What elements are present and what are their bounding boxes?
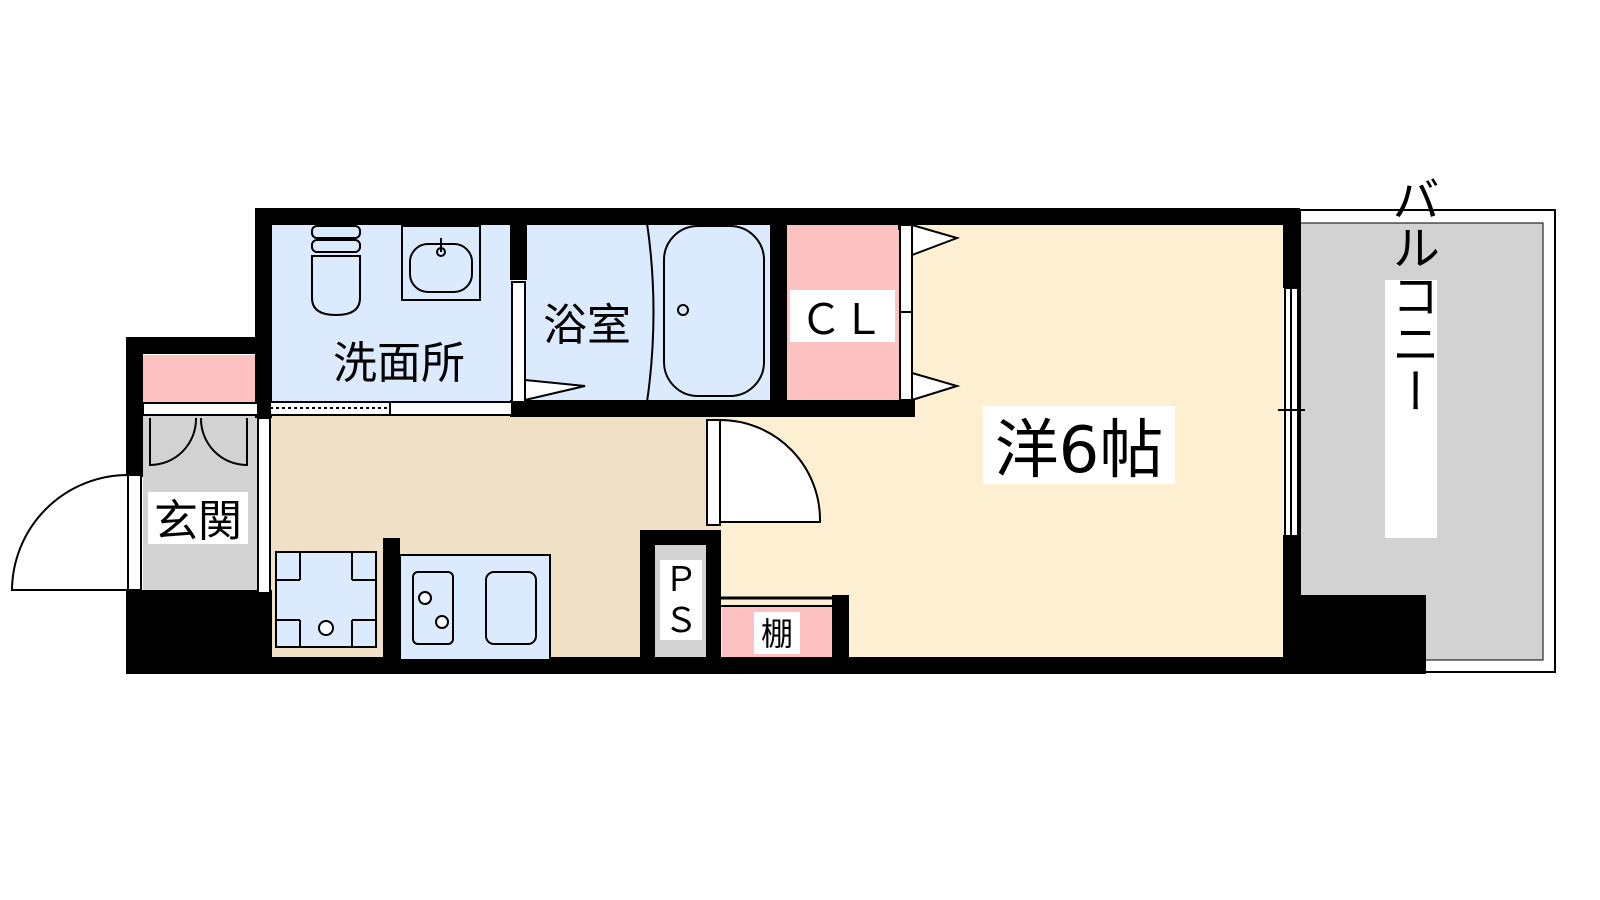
western-room-label: 洋6帖 (995, 414, 1164, 488)
shelf-label: 棚 (761, 615, 793, 653)
bathroom-label: 浴室 (543, 300, 631, 351)
washroom-label: 洗面所 (333, 338, 465, 389)
toilet-icon (311, 225, 361, 317)
room-door (706, 418, 822, 526)
balcony-label: バルコニー (1383, 175, 1439, 415)
entrance-label: 玄関 (154, 496, 242, 547)
bathroom-door (511, 281, 586, 403)
closet-doors (899, 223, 961, 402)
washing-machine-icon (275, 551, 377, 648)
shoe-cabinet (143, 355, 258, 403)
washbasin-icon (401, 225, 481, 301)
pipe-space-label-2: Ｓ (664, 601, 698, 641)
balcony-inner-outline (1299, 222, 1544, 661)
kitchen-counter-icon (399, 554, 551, 661)
entrance-door (10, 473, 142, 591)
balcony-window (1278, 287, 1305, 537)
closet-label: ＣＬ (800, 295, 884, 344)
washroom-sliding-door (269, 401, 513, 416)
shoe-cabinet-doors (142, 402, 259, 467)
pipe-space-label: Ｐ (664, 560, 698, 600)
bathtub-icon (646, 222, 765, 403)
walls (126, 208, 1426, 674)
